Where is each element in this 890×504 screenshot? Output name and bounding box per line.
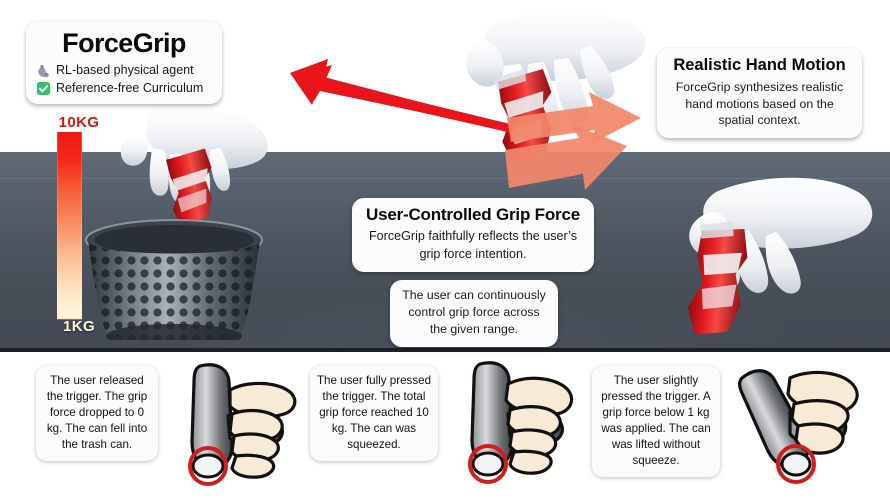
red-left-arrow xyxy=(290,59,516,133)
bullet-curriculum-label: Reference-free Curriculum xyxy=(56,80,204,95)
gauge-min-label: 1KG xyxy=(62,318,96,335)
force-gauge: 10KG 1KG xyxy=(39,114,119,345)
panel-fully-pressed-trigger: The user fully pressed the trigger. The … xyxy=(300,356,576,504)
panel-slightly-pressed-trigger: The user slightly pressed the trigger. A… xyxy=(582,356,872,504)
callout-grip-force-body: ForceGrip faithfully reflects the user’s… xyxy=(368,229,578,261)
page-title: ForceGrip xyxy=(62,28,186,58)
flexed-biceps-icon xyxy=(38,64,49,77)
bullet-rl-agent: RL-based physical agent xyxy=(36,62,212,79)
callout-range: The user can continuously control grip f… xyxy=(390,280,558,347)
panel-released-trigger-caption: The user released the trigger. The grip … xyxy=(36,366,158,461)
panel-released-trigger: The user released the trigger. The grip … xyxy=(24,356,297,504)
gauge-max-label: 10KG xyxy=(58,114,100,131)
bullet-curriculum: Reference-free Curriculum xyxy=(36,80,212,97)
green-check-box-icon xyxy=(36,81,51,95)
callout-hand-motion-heading: Realistic Hand Motion xyxy=(673,56,846,74)
salmon-right-arrows xyxy=(505,92,641,190)
hand-dropping-can-into-trash xyxy=(85,108,268,340)
callout-range-body: The user can continuously control grip f… xyxy=(402,288,546,337)
bottom-panel-strip: The user released the trigger. The grip … xyxy=(0,356,890,504)
controller-closed-hand-icon xyxy=(468,361,574,484)
gauge-gradient-bar xyxy=(57,131,82,320)
scene-horizon-line xyxy=(0,178,890,179)
callout-grip-force: User-Controlled Grip Force ForceGrip fai… xyxy=(352,198,594,273)
title-card: ForceGrip RL-based physical agent Refere… xyxy=(26,22,222,105)
callout-hand-motion: Realistic Hand Motion ForceGrip synthesi… xyxy=(657,48,862,138)
title-bullets: RL-based physical agent Reference-free C… xyxy=(36,62,212,97)
controller-tilted-hand-icon xyxy=(738,369,859,484)
callout-hand-motion-body: ForceGrip synthesizes realistic hand mot… xyxy=(675,79,844,128)
callout-grip-force-heading: User-Controlled Grip Force xyxy=(366,205,580,224)
hand-holding-can xyxy=(687,177,873,335)
panel-fully-pressed-trigger-caption: The user fully pressed the trigger. The … xyxy=(310,366,438,461)
controller-open-hand-icon xyxy=(188,363,297,486)
panel-slightly-pressed-trigger-caption: The user slightly pressed the trigger. A… xyxy=(592,366,720,477)
bullet-rl-agent-label: RL-based physical agent xyxy=(56,62,194,77)
